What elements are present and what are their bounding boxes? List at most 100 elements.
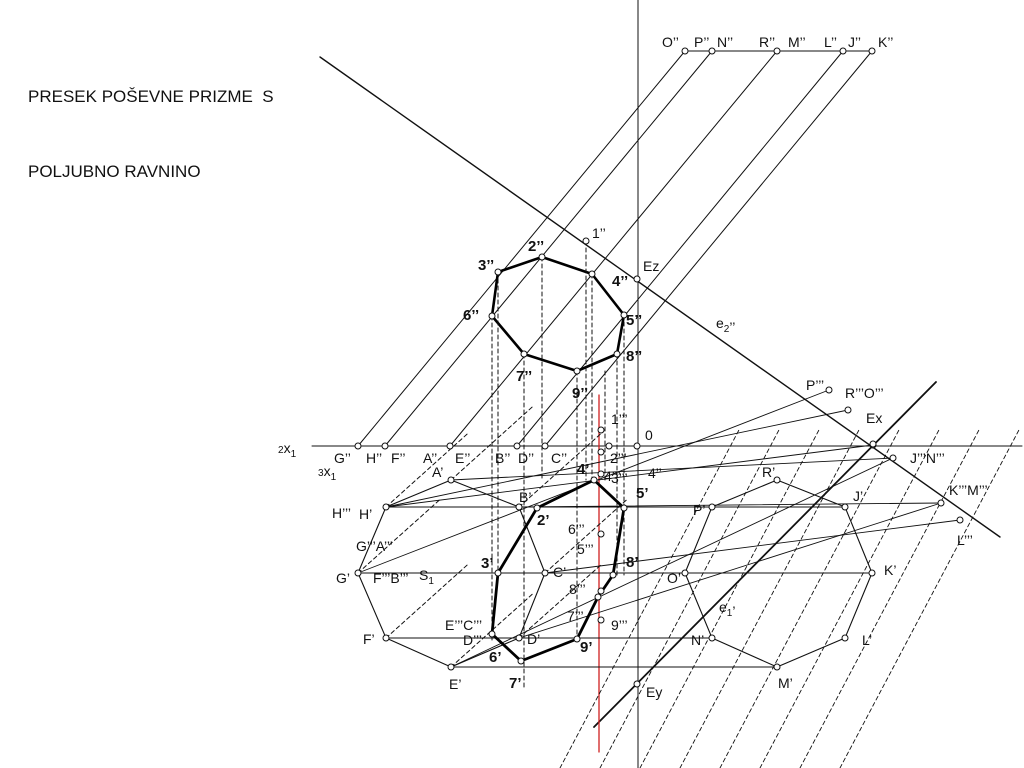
third-section-label-3: 4’’’ [604, 468, 621, 484]
top-point-4 [868, 47, 876, 55]
dashed-parallel-2 [639, 427, 821, 768]
section-top-label-6: 8’ [626, 554, 639, 571]
top-label-5: L’’ [824, 34, 837, 50]
labels: O’’P’’N’’R’’M’’L’’J’’K’’G’’H’’F’’A’’E’’B… [278, 34, 988, 700]
label-Ez: Ez [643, 258, 659, 274]
oblique-edge-2 [518, 564, 601, 639]
section-top-point-4 [517, 657, 525, 665]
label-Ex: Ex [866, 410, 882, 426]
x-axis-label-2: F’’ [391, 450, 406, 466]
third-view-line-5 [544, 519, 961, 574]
x-axis-label-3: A’’ [423, 450, 437, 466]
point-Ey [633, 680, 641, 688]
third-view-label-8: E’’’C’’’ [445, 617, 482, 633]
label-x31: 3x1 [318, 463, 337, 483]
base-left-point-5 [382, 634, 390, 642]
base-top-right-label-2: L’ [862, 632, 872, 648]
base-top-label-7: H’ [359, 506, 372, 522]
oblique-edge-4 [518, 433, 601, 508]
oblique-edge-1 [450, 593, 533, 668]
third-view-label-0: P’’’ [806, 377, 824, 393]
base-left-point-2 [541, 569, 549, 577]
title-line-1: PRESEK POŠEVNE PRIZME S [28, 87, 274, 106]
section-top-point-1 [533, 504, 541, 512]
x-axis-label-0: G’’ [334, 450, 351, 466]
top-label-7: K’’ [878, 34, 893, 50]
section-front-label-1: 3’’ [478, 257, 494, 274]
third-view-label-5: H’’’ [332, 505, 351, 521]
section-top-label-4: 6’ [489, 649, 502, 666]
base-top-right-label-7: R’ [762, 464, 775, 480]
section-top-label-1: 3’ [481, 555, 494, 572]
section-front-point-3 [620, 311, 628, 319]
third-view-label-4: L’’’ [957, 532, 973, 548]
lateral-edge-front-2 [449, 50, 778, 447]
section-front-polygon [490, 255, 626, 373]
section-top-point-2 [494, 569, 502, 577]
base-right-point-0 [773, 476, 781, 484]
oblique-edge-3 [544, 499, 628, 574]
oblique-edge-6 [385, 433, 468, 508]
third-point-0 [825, 386, 833, 394]
trace-e2 [319, 56, 1001, 538]
section-front-point-0 [494, 268, 502, 276]
base-left-point-0 [447, 476, 455, 484]
section-top-point-0 [590, 476, 598, 484]
top-point-1 [708, 47, 716, 55]
third-section-point-4 [597, 587, 605, 595]
base-left-point-7 [382, 503, 390, 511]
x-axis-point-5 [605, 442, 613, 450]
dashed-parallel-1 [599, 427, 781, 768]
dashed-parallel-4 [719, 427, 901, 768]
section-front-label-0: 2’’ [528, 238, 544, 255]
section-top-label-2: 4’ [577, 461, 590, 478]
trace-e1 [593, 381, 937, 728]
point-Ez [633, 275, 641, 283]
third-point-4 [937, 499, 945, 507]
third-point-5 [956, 516, 964, 524]
section-front-point-5 [573, 367, 581, 375]
x-axis-point-4 [541, 442, 549, 450]
base-top-right-label-4: N’ [691, 632, 704, 648]
base-top-right-label-5: O’ [667, 570, 681, 586]
section-front-point-2 [588, 270, 596, 278]
dashed-parallel-3 [679, 427, 861, 768]
base-right-point-5 [708, 634, 716, 642]
top-label-3: R’’ [759, 34, 775, 50]
third-section-label-8: 9’’’ [611, 617, 628, 633]
dashed-parallel-7 [839, 427, 1021, 768]
section-top-point-7 [609, 571, 617, 579]
label-zero: 0 [645, 427, 653, 443]
title-line-2: POLJUBNO RAVNINO [28, 162, 201, 181]
label-4-dd: 4’’ [648, 465, 662, 481]
section-front-label-2: 4’’ [612, 273, 628, 290]
section-front-label-6: 8’’ [626, 348, 642, 365]
base-top-label-6: G’ [336, 570, 350, 586]
base-top-right-label-1: K’ [884, 562, 896, 578]
section-top-label-3: 5’ [636, 485, 649, 502]
third-section-label-4: 5’’’ [577, 541, 594, 557]
section-front-point-7 [488, 312, 496, 320]
top-point-2 [773, 47, 781, 55]
x-axis-point-3 [513, 442, 521, 450]
section-front-label-5: 7’’ [516, 368, 532, 385]
third-view-label-9: D’’’ [463, 632, 482, 648]
base-right-point-3 [841, 634, 849, 642]
section-front-label-3: 5’’ [626, 312, 642, 329]
section-top-label-7: 9’ [580, 639, 593, 656]
top-label-6: J’’ [848, 34, 861, 50]
section-top-label-5: 7’ [509, 675, 522, 692]
top-label-4: M’’ [788, 34, 806, 50]
base-top-label-4: E’ [449, 676, 461, 692]
lateral-edge-front-4 [544, 50, 873, 447]
third-section-point-2 [597, 470, 605, 478]
base-right-point-4 [773, 663, 781, 671]
section-top-label-0: 2’ [537, 512, 550, 529]
lateral-edge-front-0 [357, 50, 686, 447]
point-zero [633, 442, 641, 450]
third-view-label-6: G’’’A’’’ [356, 538, 393, 554]
section-top-point-8 [620, 504, 628, 512]
third-section-label-2: 3’’’ [611, 470, 628, 486]
third-section-point-3 [597, 530, 605, 538]
